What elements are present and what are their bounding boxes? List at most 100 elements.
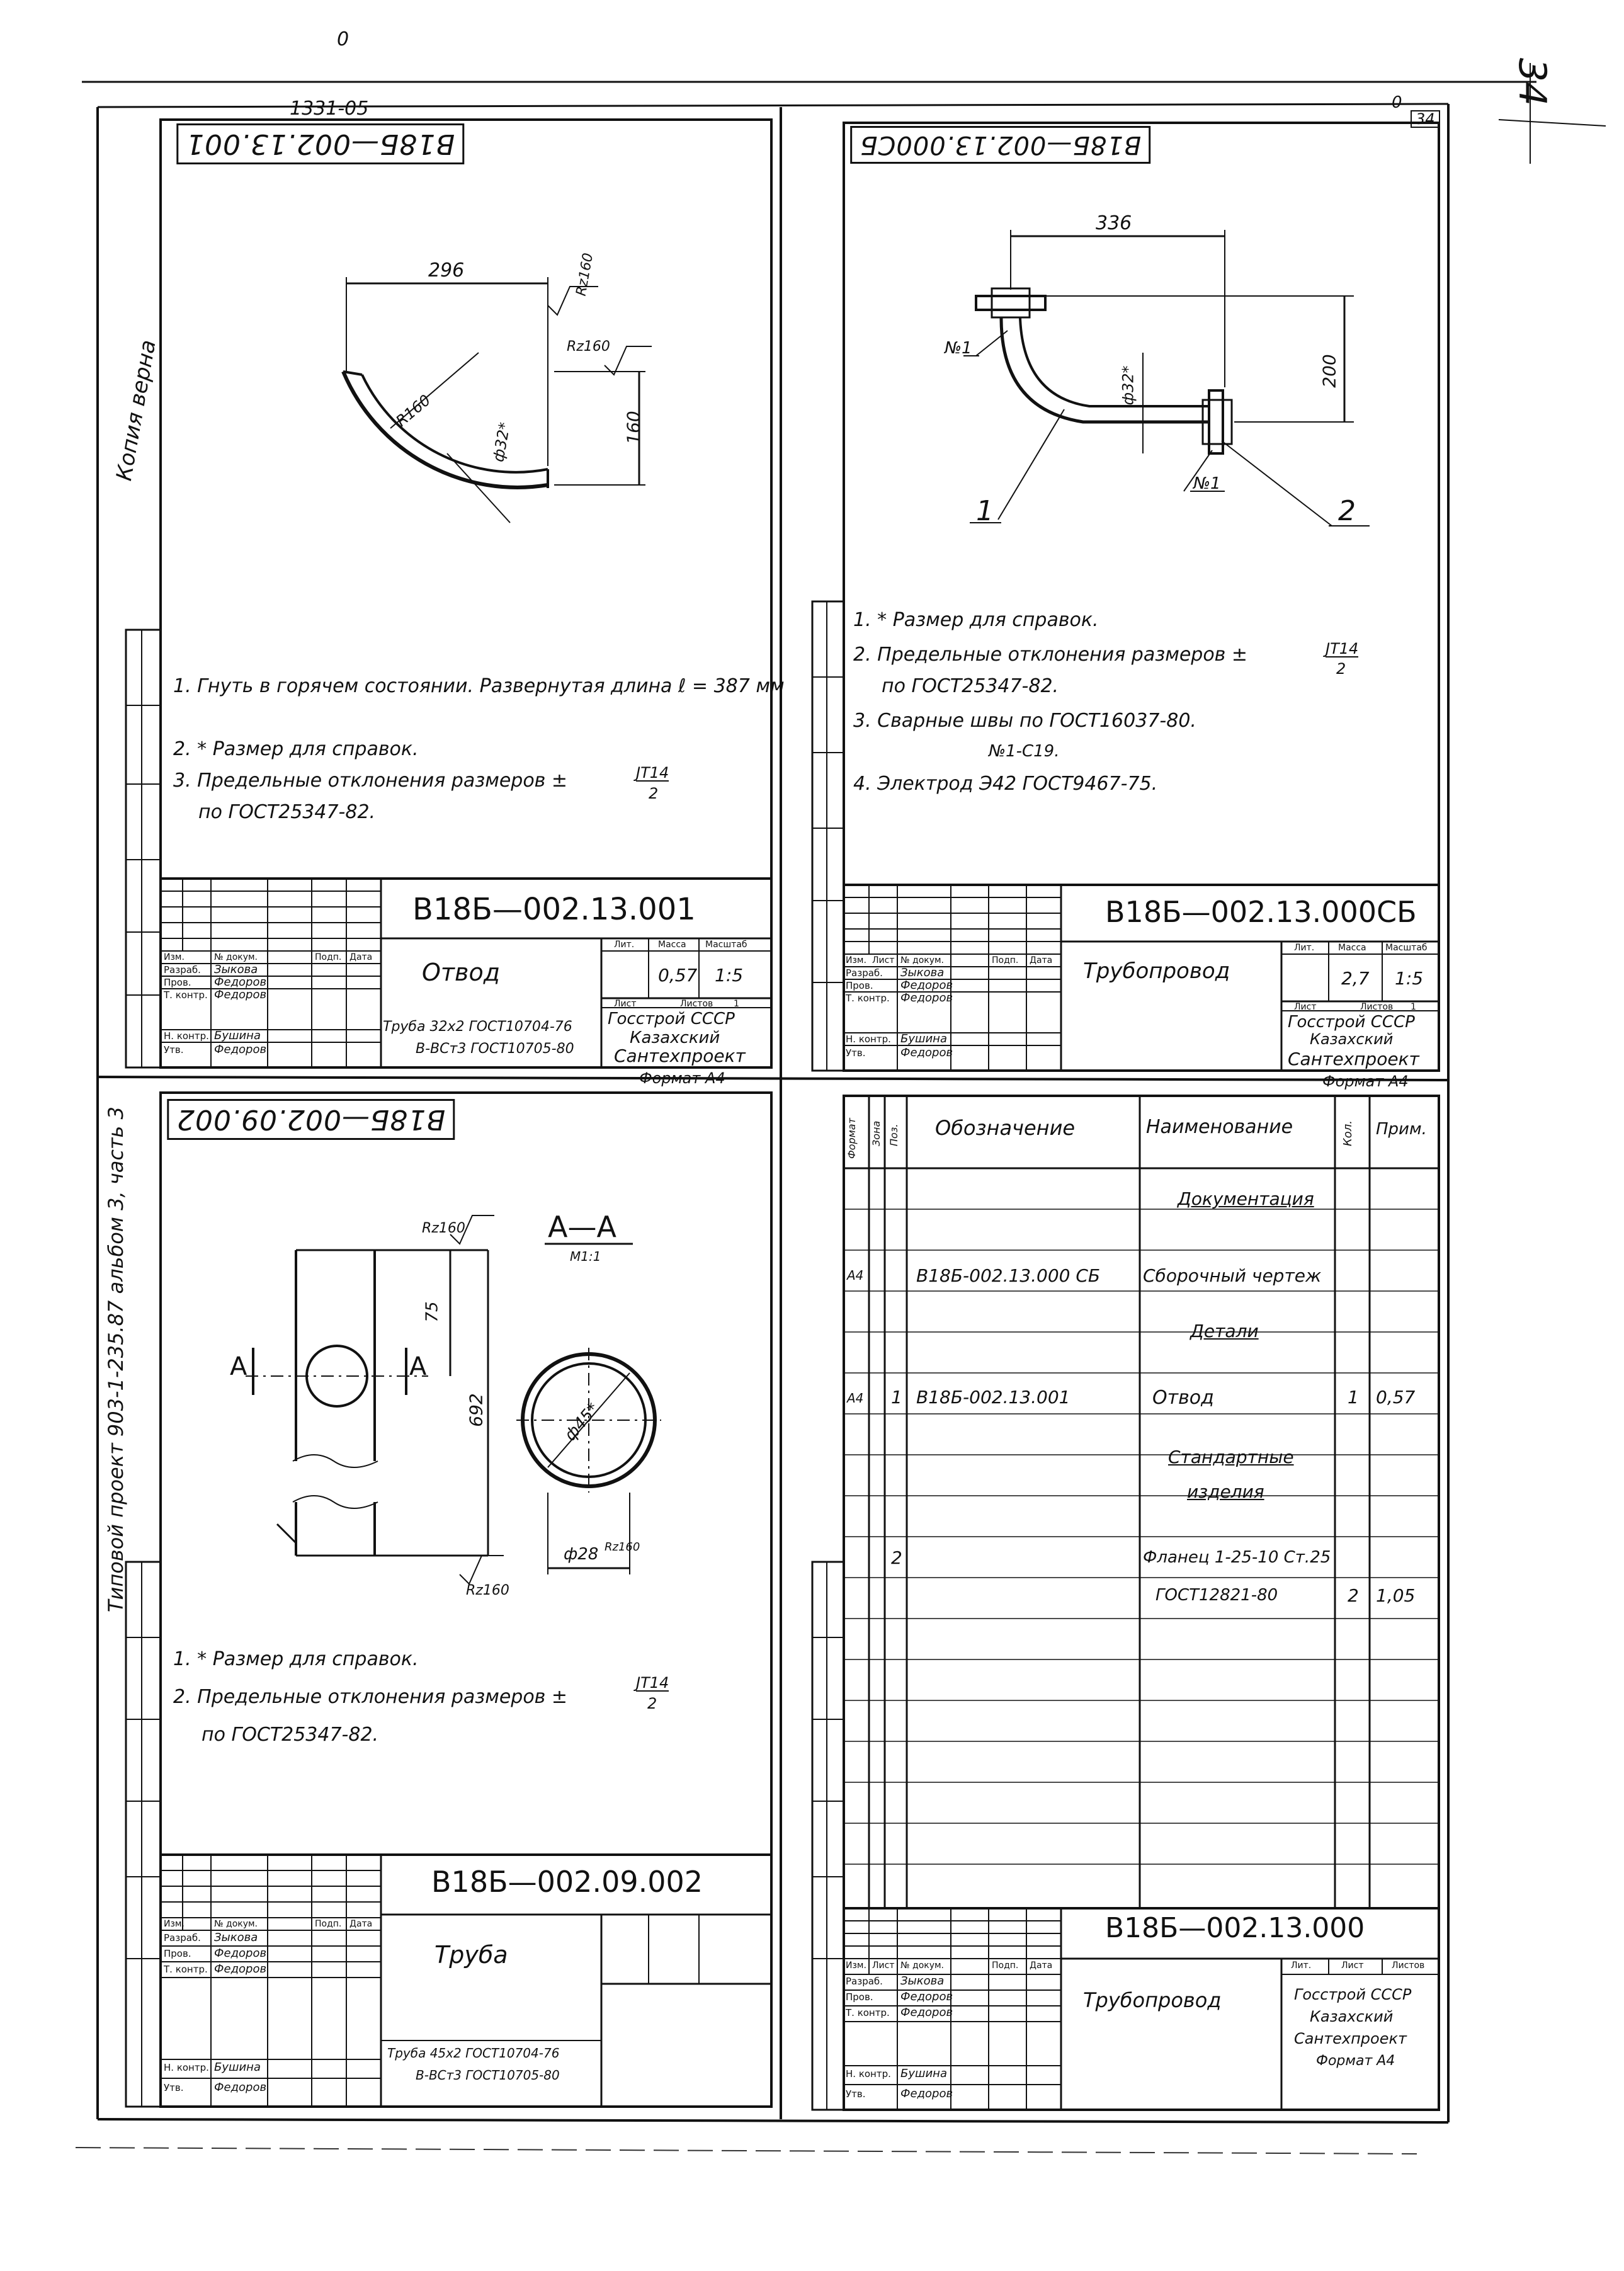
- tb-row-0-date-tl: Дата: [349, 952, 373, 962]
- tb-row-1-role-tr: Разраб.: [846, 967, 883, 979]
- spec-header-qty: Кол.: [1341, 1120, 1354, 1146]
- tb-sheets-value-tl: 1: [734, 999, 739, 1009]
- note-3-tr: по ГОСТ25347-82.: [882, 675, 1059, 697]
- tb-row-0-sheet-br: Лист: [872, 1961, 895, 1971]
- tb-row-4-doc-tl: Бушина: [214, 1029, 261, 1042]
- tb-row-5-role-br: Утв.: [846, 2088, 866, 2100]
- tb-scale-tl: 1:5: [715, 965, 744, 986]
- tb-row-4-doc-bl: Бушина: [214, 2061, 261, 2074]
- spec-row-4-name: Стандартные: [1168, 1447, 1294, 1467]
- top-zero-mark: 0: [337, 28, 349, 50]
- tb-row-0-doc-br: № докум.: [900, 1961, 945, 1971]
- spec-row-6-name: Фланец 1-25-10 Ст.25: [1143, 1548, 1331, 1567]
- tb-row-4-role-bl: Н. контр.: [164, 2062, 209, 2073]
- tb-row-5-role-tr: Утв.: [846, 1047, 866, 1059]
- tb-row-3-role-br: Т. контр.: [846, 2007, 890, 2018]
- note-5-tr: №1-С19.: [989, 742, 1060, 761]
- tolerance-den-tr: 2: [1336, 660, 1346, 678]
- tb-row-2-role-br: Пров.: [846, 1991, 873, 2003]
- spec-row-3-format: А4: [847, 1391, 864, 1406]
- spec-row-3-qty: 1: [1348, 1387, 1359, 1408]
- tb-org-3-br: Сантехпроект: [1294, 2030, 1407, 2047]
- tb-sheets-label-tr: Листов: [1360, 1002, 1394, 1012]
- tb-row-4-doc-tr: Бушина: [900, 1032, 947, 1045]
- phi28-label-bl: ф28: [564, 1545, 599, 1564]
- tb-name-bl: Труба: [434, 1941, 508, 1969]
- tb-row-3-doc-bl: Федоров: [214, 1962, 267, 1976]
- tb-sheets-label-tl: Листов: [680, 999, 713, 1009]
- tb-mass-tl: 0,57: [658, 965, 698, 986]
- tb-row-5-doc-bl: Федоров: [214, 2081, 267, 2094]
- tb-row-5-doc-tr: Федоров: [900, 1046, 953, 1059]
- tb-row-1-role-bl: Разраб.: [164, 1932, 201, 1944]
- tb-row-4-role-tr: Н. контр.: [846, 1033, 891, 1045]
- spec-row-3-name: Отвод: [1152, 1387, 1214, 1409]
- page-box-tr: 34: [1411, 110, 1440, 128]
- tb-designation-br: В18Б—002.13.000: [1105, 1912, 1365, 1944]
- position-label-2-tr: 2: [1338, 495, 1356, 527]
- tb-lit-label-br: Лит.: [1291, 1961, 1312, 1971]
- spec-row-1-format: А4: [847, 1268, 864, 1283]
- tb-org-2-tl: Казахский: [630, 1028, 720, 1047]
- tb-org-1-tl: Госстрой СССР: [608, 1010, 735, 1028]
- note-3-bl: по ГОСТ25347-82.: [202, 1724, 379, 1746]
- tb-designation-tl: В18Б—002.13.001: [412, 892, 696, 927]
- tb-scale-tr: 1:5: [1395, 968, 1424, 989]
- tb-row-1-doc-tl: Зыкова: [214, 963, 258, 976]
- tb-row-0-role-bl: Изм.: [164, 1919, 185, 1929]
- tb-row-0-sign-tl: Подп.: [315, 952, 342, 962]
- tb-lit-label-tl: Лит.: [614, 940, 635, 950]
- spec-row-3-pos: 1: [891, 1387, 902, 1408]
- tb-org-2-br: Казахский: [1310, 2008, 1394, 2025]
- section-title-bl: А—А: [548, 1210, 616, 1244]
- cut-mark-right-bl: А: [409, 1352, 427, 1381]
- sheet-code-top: 1331-05: [290, 98, 369, 120]
- tb-row-2-role-bl: Пров.: [164, 1948, 191, 1959]
- tb-row-4-role-tl: Н. контр.: [164, 1030, 209, 1042]
- tb-row-2-doc-tr: Федоров: [900, 979, 953, 992]
- tolerance-den-tl: 2: [649, 785, 659, 802]
- tb-org-3-tl: Сантехпроект: [614, 1045, 746, 1066]
- tb-row-1-role-tl: Разраб.: [164, 964, 201, 976]
- rz-mark-bl-top: Rz160: [422, 1221, 465, 1236]
- spec-row-1-name: Сборочный чертеж: [1143, 1265, 1322, 1286]
- tb-mass-label-tr: Масса: [1338, 943, 1366, 953]
- tb-sheet-label-tr: Лист: [1294, 1002, 1317, 1012]
- tb-org-1-tr: Госстрой СССР: [1288, 1013, 1415, 1032]
- tb-row-4-role-br: Н. контр.: [846, 2068, 891, 2080]
- tb-material-2-bl: В-ВСт3 ГОСТ10705-80: [416, 2068, 560, 2083]
- tb-row-0-date-bl: Дата: [349, 1919, 373, 1929]
- spec-header-pos: Поз.: [888, 1124, 900, 1146]
- note-6-tr: 4. Электрод Э42 ГОСТ9467-75.: [853, 773, 1158, 795]
- tb-row-2-doc-bl: Федоров: [214, 1947, 267, 1960]
- tb-row-0-role-tr: Изм.: [846, 955, 866, 965]
- cut-mark-left-bl: А: [230, 1352, 247, 1381]
- note-2-tr: 2. Предельные отклонения размеров ±: [853, 644, 1248, 666]
- note-1-tl: 1. Гнуть в горячем состоянии. Развернута…: [173, 675, 785, 697]
- dim-width-tr: 336: [1096, 212, 1132, 234]
- tb-scale-label-tr: Масштаб: [1385, 943, 1428, 953]
- rz-mark-tl-2: Rz160: [567, 339, 610, 355]
- tb-row-0-doc-tr: № докум.: [900, 955, 945, 965]
- position-label-1-tr: 1: [976, 495, 994, 527]
- tb-name-br: Трубопровод: [1083, 1988, 1222, 2012]
- tb-format-br: Формат А4: [1316, 2053, 1395, 2069]
- tb-sheets-label-br: Листов: [1392, 1961, 1425, 1971]
- note-2-tl: 2. * Размер для справок.: [173, 738, 419, 760]
- weld-label-2-tr: №1: [1193, 474, 1221, 493]
- tb-lit-label-tr: Лит.: [1294, 943, 1315, 953]
- note-1-bl: 1. * Размер для справок.: [173, 1648, 419, 1670]
- tb-row-5-role-bl: Утв.: [164, 2082, 184, 2093]
- tb-row-1-role-br: Разраб.: [846, 1976, 883, 1987]
- tb-row-5-doc-tl: Федоров: [214, 1043, 267, 1056]
- tb-material-1-bl: Труба 45х2 ГОСТ10704-76: [387, 2046, 560, 2061]
- tb-designation-bl: В18Б—002.09.002: [431, 1865, 703, 1899]
- tb-mass-tr: 2,7: [1341, 968, 1370, 989]
- tb-sheet-label-br: Лист: [1341, 1961, 1364, 1971]
- spec-row-6-pos: 2: [891, 1547, 902, 1568]
- tolerance-num-tl: JT14: [636, 764, 669, 782]
- rz-mark-bl-small: Rz160: [605, 1540, 640, 1554]
